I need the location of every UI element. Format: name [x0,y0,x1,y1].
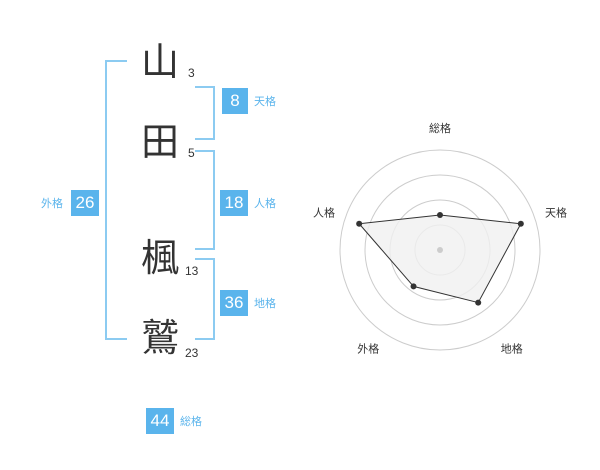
radar-point-4 [410,283,417,290]
radar-point-2 [517,220,524,227]
gaikaku-bracket [105,60,127,340]
radar-center-dot [437,247,443,253]
name-char-1: 山 [141,40,180,84]
gaikaku-label: 外格 [41,197,63,210]
radar-polygon [358,214,522,304]
chikaku-label: 地格 [254,297,276,310]
radar-ring-4 [339,149,541,351]
chikaku-value: 36 [220,290,248,316]
gaikaku-value: 26 [71,190,99,216]
jinkaku-label: 人格 [254,197,276,210]
tenkaku-value: 8 [222,88,248,114]
jinkaku-value: 18 [220,190,248,216]
name-char-4: 鷲 [141,316,180,360]
soukaku-value: 44 [146,408,174,434]
name-char-3: 楓 [141,236,180,280]
jinkaku-bracket [195,150,215,250]
radar-ring-3 [364,174,516,326]
soukaku-label: 総格 [180,415,202,428]
radar-axis-label-3: 地格 [501,342,523,356]
radar-point-5 [356,220,363,227]
tenkaku-label: 天格 [254,95,276,108]
radar-point-3 [475,299,482,306]
radar-axis-label-5: 人格 [313,205,335,219]
stroke-count-3: 13 [185,264,199,278]
stroke-count-1: 3 [188,66,195,80]
radar-axis-label-4: 外格 [357,342,379,356]
chikaku-bracket [195,258,215,340]
radar-axis-label-1: 総格 [429,121,451,135]
tenkaku-bracket [195,86,215,140]
radar-point-1 [437,212,443,218]
radar-axis-label-2: 天格 [545,205,567,219]
name-char-2: 田 [141,120,180,164]
stroke-count-2: 5 [188,146,195,160]
stroke-count-4: 23 [185,346,199,360]
